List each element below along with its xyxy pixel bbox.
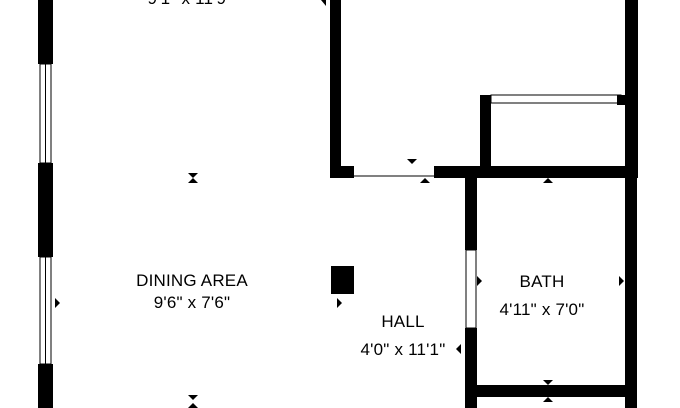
closet-left-wall — [480, 95, 491, 178]
dim-marker — [619, 276, 624, 286]
structural-post — [331, 266, 354, 294]
bath-left-wall-upper — [465, 166, 477, 250]
dim-marker — [456, 344, 461, 354]
left-window-upper — [39, 63, 52, 164]
dim-marker — [543, 380, 553, 385]
dim-marker — [543, 178, 553, 183]
upper-interior-wall-return — [330, 166, 354, 178]
dim-marker — [188, 395, 198, 400]
hall-name: HALL — [381, 312, 425, 331]
bath-name: BATH — [519, 272, 565, 291]
bath-top-wall — [434, 166, 637, 178]
dim-marker — [420, 178, 430, 183]
bath-bottom-wall — [465, 385, 637, 397]
left-wall-middle — [38, 163, 53, 257]
dining-area-name: DINING AREA — [136, 271, 248, 290]
dim-marker — [188, 403, 198, 408]
right-wall-upper — [625, 0, 638, 178]
bath-door-opening — [465, 249, 477, 329]
dining-area-dimensions: 9'6" x 7'6" — [153, 293, 231, 312]
hall-dimensions: 4'0" x 11'1" — [360, 340, 446, 359]
upper-interior-wall — [330, 0, 341, 178]
dim-marker — [477, 276, 482, 286]
dim-marker — [188, 173, 198, 178]
closet-window-cap — [617, 95, 625, 105]
bath-dimensions: 4'11" x 7'0" — [499, 300, 585, 319]
closet-window — [490, 94, 622, 104]
dim-marker — [407, 159, 417, 164]
dim-marker — [321, 0, 326, 6]
dim-marker — [188, 178, 198, 183]
dim-marker — [337, 298, 342, 308]
left-window-lower — [39, 256, 52, 365]
dim-marker — [55, 298, 60, 308]
left-wall-top — [38, 0, 53, 64]
left-wall-bottom — [38, 364, 53, 408]
top-room-dimensions: 9'1" x 11'9" — [110, 0, 270, 10]
right-wall-lower — [625, 166, 637, 408]
dim-marker — [543, 397, 553, 402]
dim-marker — [466, 240, 476, 245]
